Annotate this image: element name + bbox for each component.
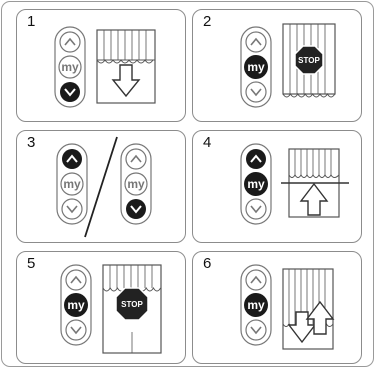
awning-icon: STOP	[103, 265, 161, 353]
my-label: my	[247, 298, 265, 312]
divider-slash	[85, 137, 117, 237]
step-1-panel: 1 my	[16, 9, 186, 122]
stop-label: STOP	[121, 300, 143, 309]
my-label: my	[67, 298, 85, 312]
remote-control: my	[241, 144, 271, 224]
up-button-pressed	[62, 149, 82, 169]
remote-control: my	[241, 27, 271, 107]
up-button	[126, 149, 146, 169]
up-button	[66, 270, 86, 290]
step-4-illustration: my	[193, 131, 363, 244]
down-button	[66, 320, 86, 340]
down-button	[246, 320, 266, 340]
awning-icon	[283, 269, 333, 349]
step-2-illustration: my STOP	[193, 10, 363, 123]
my-label: my	[61, 60, 79, 74]
step-6-illustration: my	[193, 252, 363, 365]
down-button	[246, 82, 266, 102]
stop-label: STOP	[298, 56, 320, 65]
awning-icon: STOP	[283, 24, 335, 97]
remote-control: my	[61, 265, 91, 345]
remote-control-up: my	[57, 144, 87, 224]
down-button-pressed	[60, 82, 80, 102]
down-button-pressed	[126, 199, 146, 219]
step-6-panel: 6 my	[192, 251, 362, 364]
step-1-illustration: my	[17, 10, 187, 123]
step-3-illustration: my my	[17, 131, 187, 244]
up-button-pressed	[246, 149, 266, 169]
step-4-panel: 4 my	[192, 130, 362, 243]
my-label: my	[247, 60, 265, 74]
up-button	[246, 270, 266, 290]
my-label: my	[63, 177, 81, 191]
remote-control-down: my	[121, 144, 151, 224]
awning-icon	[281, 149, 349, 217]
remote-control: my	[241, 265, 271, 345]
down-button	[62, 199, 82, 219]
my-label: my	[247, 177, 265, 191]
remote-control: my	[55, 27, 85, 107]
step-2-panel: 2 my STOP	[192, 9, 362, 122]
down-button	[246, 199, 266, 219]
up-button	[246, 32, 266, 52]
step-3-panel: 3 my my	[16, 130, 186, 243]
step-5-panel: 5 my STOP	[16, 251, 186, 364]
awning-icon	[97, 30, 155, 103]
my-label: my	[127, 177, 145, 191]
up-button	[60, 32, 80, 52]
step-5-illustration: my STOP	[17, 252, 187, 365]
